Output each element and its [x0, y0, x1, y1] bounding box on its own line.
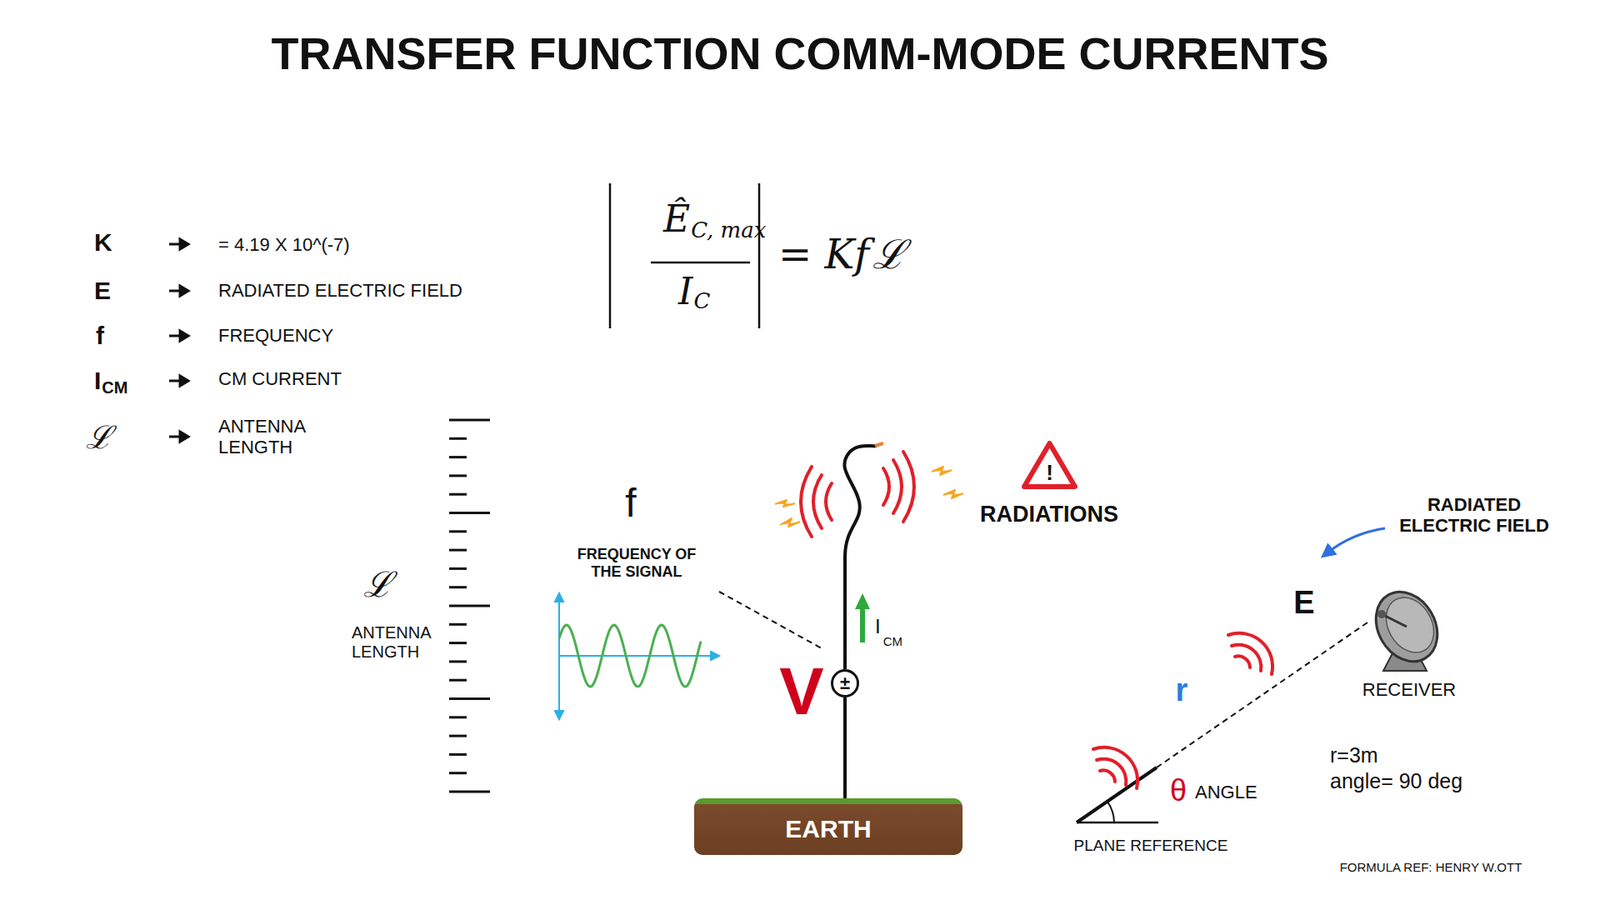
ruler-tick: [449, 455, 467, 459]
ruler-tick: [449, 735, 467, 738]
ruler-tick: [449, 697, 490, 700]
field-arcs: [1093, 633, 1273, 789]
voltage-source: ±: [830, 669, 860, 698]
legend-arrows: [169, 239, 189, 442]
definition: ANTENNA LENGTH: [218, 415, 327, 459]
parameter-value: r=3m: [1330, 743, 1379, 768]
formula-subscript: C: [693, 289, 710, 315]
ruler-tick: [449, 660, 467, 663]
definition: FREQUENCY: [218, 325, 334, 346]
symbol: E: [94, 276, 111, 306]
signal-axes: [555, 593, 720, 720]
ruler-tick: [449, 679, 467, 682]
node-text: ±: [840, 674, 850, 693]
current-label: I: [875, 615, 881, 639]
caption-text: PLANE REFERENCE: [1074, 836, 1229, 855]
definition: RADIATED ELECTRIC FIELD: [218, 280, 463, 301]
symbol: ℒ: [85, 420, 113, 457]
current-arrow: [855, 593, 870, 643]
distance-label: r: [1175, 672, 1189, 710]
caption-text: FREQUENCY OF THE SIGNAL: [564, 545, 710, 580]
formula-term: ℒ: [872, 231, 906, 278]
leader-line: [719, 591, 822, 649]
ruler-ticks: [449, 420, 490, 792]
ruler-tick: [449, 605, 490, 608]
formula-term: = Kf: [778, 231, 870, 278]
formula-lines: [610, 183, 760, 329]
ruler-tick: [449, 530, 467, 533]
wire-tip: [875, 443, 884, 446]
formula-term: I: [678, 270, 693, 314]
angle-label: ANGLE: [1195, 781, 1258, 803]
caption-text: ANTENNA LENGTH: [351, 623, 452, 662]
ruler-tick: [449, 641, 467, 645]
triangle-shape: [1024, 443, 1075, 487]
symbol: f: [95, 321, 105, 351]
subscript: CM: [883, 634, 903, 649]
callout-text: RADIATED ELECTRIC FIELD: [1395, 494, 1554, 537]
formula-subscript: C, max: [690, 218, 766, 244]
reference-note: FORMULA REF: HENRY W.OTT: [1340, 860, 1523, 875]
formula-term: Ê: [663, 198, 690, 241]
ruler-tick: [449, 567, 467, 570]
ruler-tick: [449, 419, 490, 422]
ruler-tick: [449, 790, 490, 794]
node-text: !: [1045, 461, 1054, 484]
ruler-tick: [449, 437, 467, 440]
pointer-arrow: [1326, 528, 1385, 554]
sine-wave: [559, 625, 701, 687]
ruler-tick: [449, 623, 467, 626]
antenna-wire: [844, 445, 877, 799]
definition: CM CURRENT: [218, 368, 342, 390]
ruler-tick: [449, 474, 467, 477]
warning-triangle: !: [1021, 440, 1078, 490]
ruler-tick: [449, 753, 467, 756]
plane-reference: [1076, 622, 1368, 823]
symbol: f: [625, 480, 636, 526]
field-label: E: [1293, 585, 1315, 622]
receiver-label: RECEIVER: [1362, 679, 1456, 700]
symbol: I: [94, 366, 101, 396]
definition: = 4.19 X 10^(-7): [218, 234, 350, 255]
subscript: CM: [101, 378, 128, 398]
earth-ground: EARTH: [694, 798, 963, 855]
symbol: K: [94, 228, 113, 258]
ruler-tick: [449, 493, 467, 496]
parameter-value: angle= 90 deg: [1330, 769, 1463, 794]
ruler-tick: [449, 511, 490, 515]
node-text: EARTH: [785, 816, 871, 842]
warning-label: RADIATIONS: [980, 501, 1119, 528]
ruler-tick: [449, 585, 467, 589]
ruler-tick: [449, 549, 467, 552]
title: TRANSFER FUNCTION COMM-MODE CURRENTS: [271, 27, 1330, 80]
receiver-dish: [1364, 580, 1450, 673]
angle-symbol: θ: [1170, 773, 1187, 808]
source-label: V: [779, 653, 824, 730]
radiation-arcs: [800, 451, 915, 537]
spark-symbols: [775, 466, 964, 527]
symbol: ℒ: [363, 565, 393, 605]
ruler-tick: [449, 771, 467, 775]
ruler-tick: [449, 715, 467, 719]
